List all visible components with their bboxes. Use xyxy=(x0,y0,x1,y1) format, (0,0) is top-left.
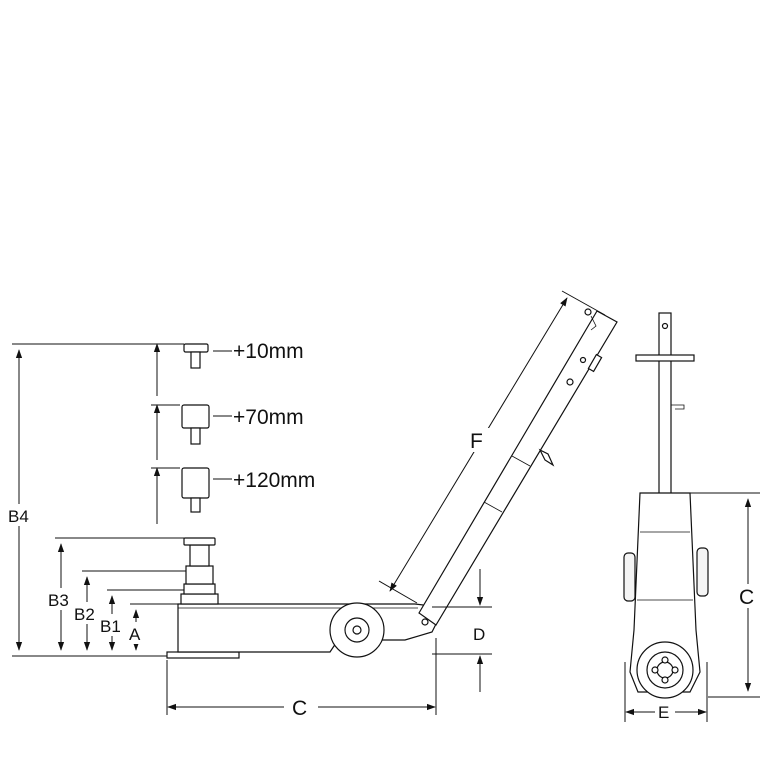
dimension-c-side-label: C xyxy=(292,697,307,720)
handle-crossbar xyxy=(635,354,695,362)
dimension-a-label: A xyxy=(129,625,141,644)
dimension-e-label: E xyxy=(658,703,669,722)
extension-10mm: +10mm xyxy=(183,340,304,369)
base-plate xyxy=(166,651,240,659)
extension-70mm: +70mm xyxy=(181,404,304,445)
extension-120mm: +120mm xyxy=(181,467,315,513)
front-body xyxy=(629,492,701,693)
dimension-b3-label: B3 xyxy=(48,591,69,610)
extension-10mm-label: +10mm xyxy=(233,340,304,363)
right-side-wheel xyxy=(696,547,709,597)
extension-70mm-label: +70mm xyxy=(233,406,304,429)
dimension-f-label: F xyxy=(470,430,483,453)
dimension-d-label: D xyxy=(473,625,485,644)
dimension-c-front-label: C xyxy=(739,586,754,609)
cylinder-stage-3 xyxy=(185,565,214,585)
saddle xyxy=(183,537,216,546)
chassis xyxy=(177,603,439,653)
cylinder-stage-1 xyxy=(180,593,219,605)
jack-side-view xyxy=(166,537,439,659)
dimension-b4-label: B4 xyxy=(8,507,29,526)
saddle-extensions: +10mm +70mm +120mm xyxy=(151,340,315,524)
dimension-d: D xyxy=(432,569,492,692)
front-dimension-e: E xyxy=(624,662,708,722)
height-dimensions: B4 B3 B2 B1 A xyxy=(6,343,186,657)
left-side-wheel xyxy=(623,552,636,602)
jack-handle xyxy=(418,308,618,626)
dimension-f: F xyxy=(378,290,606,604)
length-dimension-c: C xyxy=(166,638,437,720)
jack-front-view xyxy=(623,312,709,699)
dimension-b2-label: B2 xyxy=(74,605,95,624)
cylinder-ram xyxy=(189,544,210,567)
cylinder-stage-2 xyxy=(183,583,216,595)
front-dimension-c: C xyxy=(690,492,762,698)
extension-120mm-label: +120mm xyxy=(233,469,315,492)
dimension-b1-label: B1 xyxy=(100,617,121,636)
